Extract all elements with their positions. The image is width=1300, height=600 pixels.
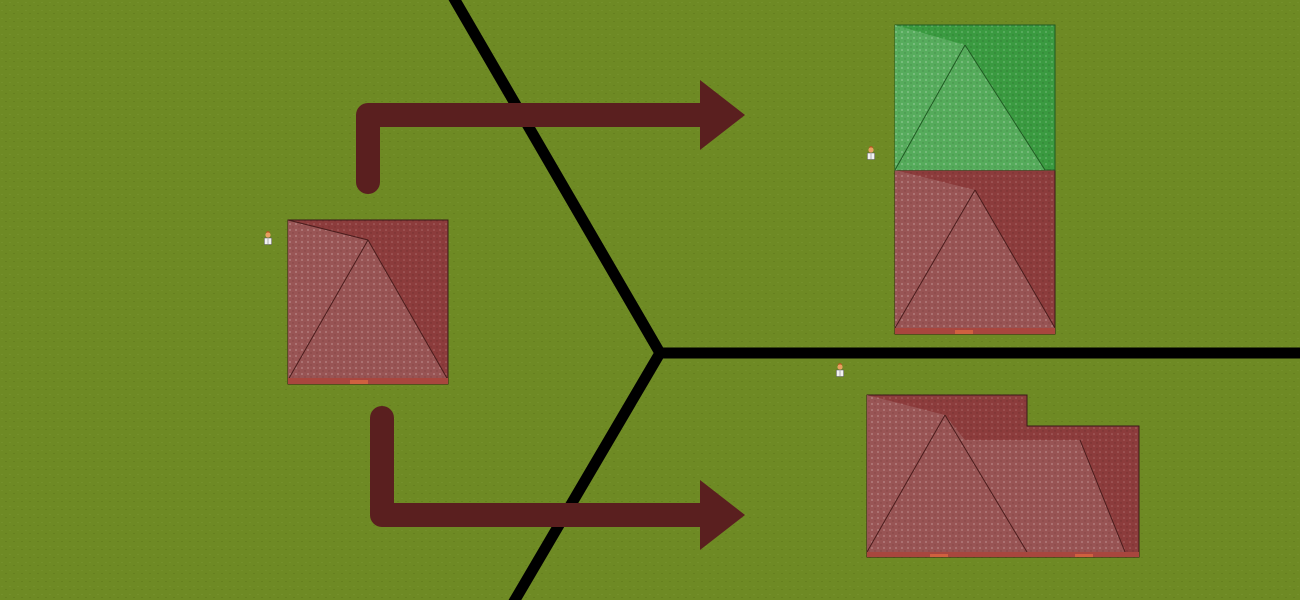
person-icon [867,146,875,160]
person-icon [836,363,844,377]
worker-marker[interactable] [836,363,844,377]
original-house[interactable] [287,219,449,385]
new-addition-highlight[interactable] [894,24,1056,171]
divider-lines [448,0,1300,600]
upper-arrow [356,80,745,194]
lower-arrow [370,406,745,550]
worker-marker[interactable] [264,231,272,245]
extended-north-house[interactable] [894,169,1056,335]
arrow-right-icon [700,80,745,150]
person-icon [264,231,272,245]
extended-east-house[interactable] [866,394,1140,558]
worker-marker[interactable] [867,146,875,160]
arrow-right-icon [700,480,745,550]
